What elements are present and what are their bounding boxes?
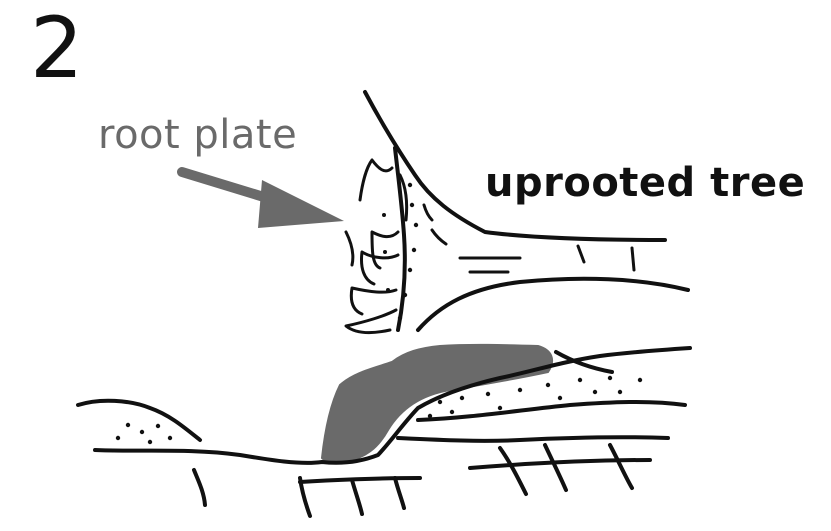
uprooted-tree-trunk xyxy=(365,92,688,330)
uprooted-tree-label: uprooted tree xyxy=(485,160,805,206)
pointer-arrow xyxy=(182,172,344,228)
root-plate-label: root plate xyxy=(98,112,297,158)
subsurface-marks xyxy=(194,445,650,516)
exposed-soil-mound xyxy=(322,345,552,463)
root-plate xyxy=(346,148,418,333)
panel-number: 2 xyxy=(30,6,83,90)
